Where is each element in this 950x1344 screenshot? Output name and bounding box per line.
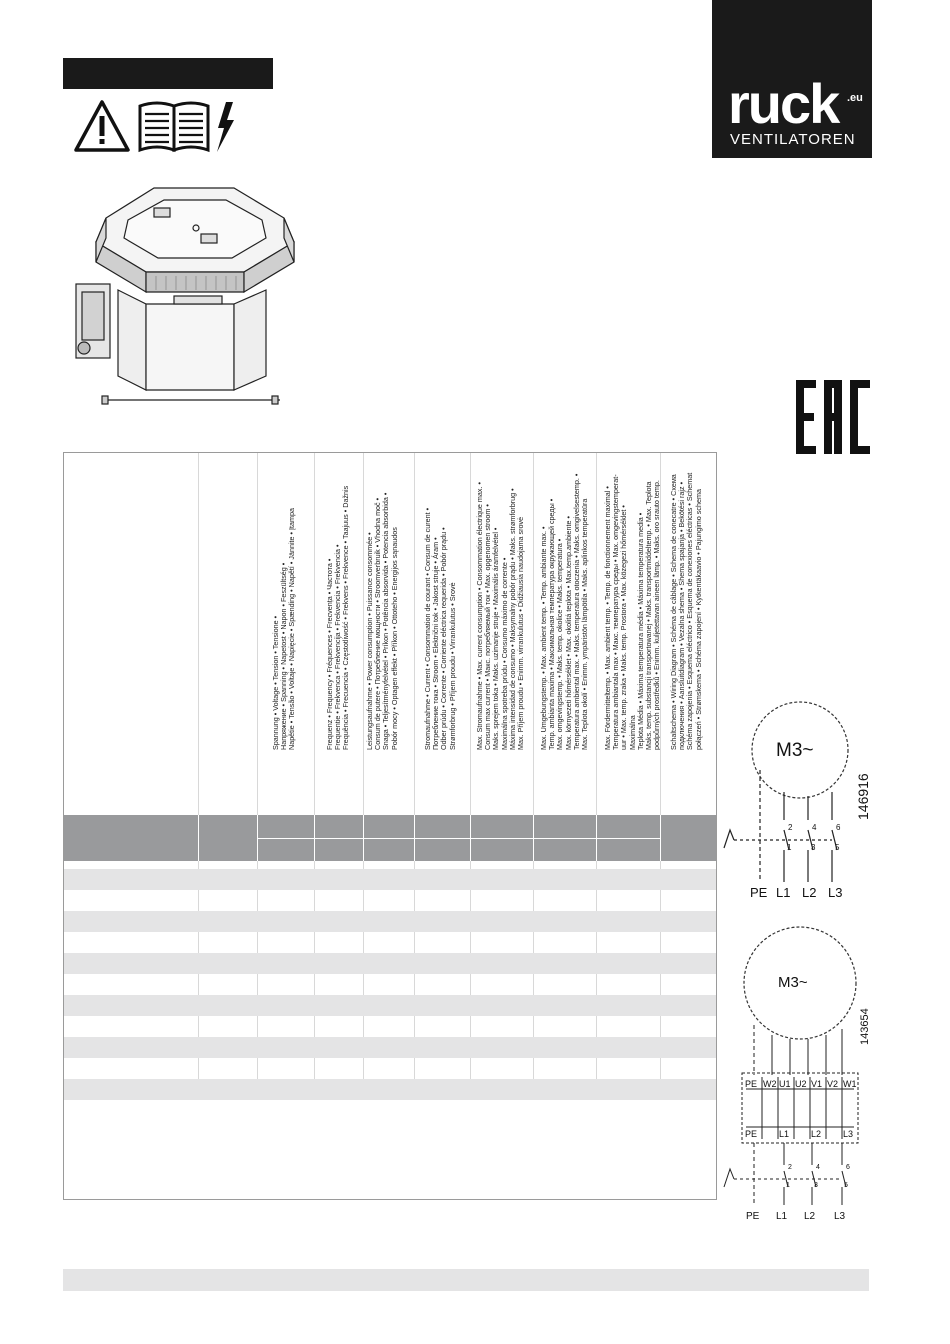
wiring-diagram-143654: M3~ 143654 PE W2 U1 U2 V1 V2 W1 PE bbox=[723, 926, 871, 1222]
manual-book-icon bbox=[138, 101, 210, 153]
svg-text:5: 5 bbox=[835, 843, 840, 852]
table-row bbox=[64, 995, 716, 1016]
title-bar bbox=[63, 58, 273, 89]
svg-text:2: 2 bbox=[788, 823, 793, 832]
eac-conformity-mark bbox=[796, 380, 870, 454]
table-row bbox=[64, 890, 716, 911]
svg-text:6: 6 bbox=[836, 823, 841, 832]
svg-text:L2: L2 bbox=[811, 1129, 821, 1139]
motor-label: M3~ bbox=[776, 740, 814, 761]
logo-subtitle: VENTILATOREN bbox=[730, 131, 856, 148]
table-row bbox=[64, 1037, 716, 1058]
table-row bbox=[64, 1079, 716, 1100]
table-row bbox=[64, 932, 716, 953]
column-divider bbox=[314, 453, 315, 1093]
svg-text:L3: L3 bbox=[828, 885, 842, 900]
logo-suffix: .eu bbox=[847, 92, 863, 104]
svg-text:L2: L2 bbox=[804, 1211, 816, 1222]
technical-data-table: Spannung • Voltage • Tension • Tensione … bbox=[63, 452, 717, 1200]
ruck-logo: ruck .eu VENTILATOREN bbox=[712, 0, 872, 158]
svg-text:3: 3 bbox=[814, 1182, 818, 1189]
table-row bbox=[64, 869, 716, 890]
svg-text:L3: L3 bbox=[843, 1129, 853, 1139]
column-divider bbox=[414, 453, 415, 1093]
header-voltage: Spannung • Voltage • Tension • Tensione … bbox=[271, 507, 297, 750]
svg-text:3: 3 bbox=[811, 843, 816, 852]
header-frequency: Frequenz • Frequency • Fréquences • Frec… bbox=[325, 485, 351, 750]
svg-text:V1: V1 bbox=[811, 1079, 822, 1089]
wiring-diagram-146916: M3~ 146916 2 4 6 1 3 5 PE L1 L2 L3 bbox=[723, 701, 871, 900]
table-row bbox=[64, 1058, 716, 1079]
svg-text:2: 2 bbox=[788, 1164, 792, 1171]
table-row bbox=[64, 953, 716, 974]
column-divider bbox=[533, 453, 534, 1093]
warning-triangle-icon bbox=[74, 100, 130, 152]
svg-text:L2: L2 bbox=[802, 885, 816, 900]
diagram-code: 143654 bbox=[859, 1008, 871, 1045]
header-wiring: Schaltschema • Wiring Diagram • Schéma d… bbox=[669, 472, 703, 750]
warning-icons-group bbox=[74, 100, 234, 153]
svg-text:PE: PE bbox=[745, 1079, 757, 1089]
svg-text:L1: L1 bbox=[776, 885, 790, 900]
lightning-icon bbox=[217, 102, 234, 152]
svg-text:U1: U1 bbox=[779, 1079, 791, 1089]
svg-text:W2: W2 bbox=[763, 1079, 777, 1089]
roof-fan-illustration bbox=[75, 187, 295, 405]
table-header-band bbox=[64, 815, 716, 861]
svg-text:1: 1 bbox=[786, 1182, 790, 1189]
table-row bbox=[64, 911, 716, 932]
table-row bbox=[64, 1016, 716, 1037]
svg-text:4: 4 bbox=[812, 823, 817, 832]
motor-label: M3~ bbox=[778, 974, 808, 991]
header-max-current: Max. Stromaufnahme • Max. current consum… bbox=[475, 481, 526, 750]
header-ambient-temp: Max. Umgebungstemp. • Max. ambient temp.… bbox=[539, 473, 590, 750]
header-current: Stromaufnahme • Current • Consommation d… bbox=[423, 507, 457, 750]
svg-text:L3: L3 bbox=[834, 1211, 846, 1222]
svg-text:L1: L1 bbox=[779, 1129, 789, 1139]
svg-text:L1: L1 bbox=[776, 1211, 788, 1222]
svg-text:PE: PE bbox=[745, 1129, 757, 1139]
header-power: Leistungsaufnahme • Power consumption • … bbox=[365, 492, 399, 750]
svg-text:1: 1 bbox=[787, 843, 792, 852]
column-divider bbox=[363, 453, 364, 1093]
svg-text:U2: U2 bbox=[795, 1079, 807, 1089]
footer-band bbox=[63, 1269, 869, 1291]
logo-word: ruck bbox=[728, 72, 840, 135]
table-row bbox=[64, 974, 716, 995]
svg-text:V2: V2 bbox=[827, 1079, 838, 1089]
column-divider bbox=[198, 453, 199, 1093]
column-divider bbox=[257, 453, 258, 1093]
svg-text:4: 4 bbox=[816, 1164, 820, 1171]
svg-text:5: 5 bbox=[844, 1182, 848, 1189]
column-divider bbox=[660, 453, 661, 1093]
column-divider bbox=[596, 453, 597, 1093]
header-max-flow-temp: Max. Fördermitteltemp. • Max. ambient te… bbox=[603, 474, 662, 750]
svg-text:PE: PE bbox=[746, 1211, 760, 1222]
svg-text:W1: W1 bbox=[843, 1079, 857, 1089]
column-divider bbox=[470, 453, 471, 1093]
svg-text:6: 6 bbox=[846, 1164, 850, 1171]
svg-text:PE: PE bbox=[750, 885, 768, 900]
diagram-code: 146916 bbox=[855, 773, 871, 820]
